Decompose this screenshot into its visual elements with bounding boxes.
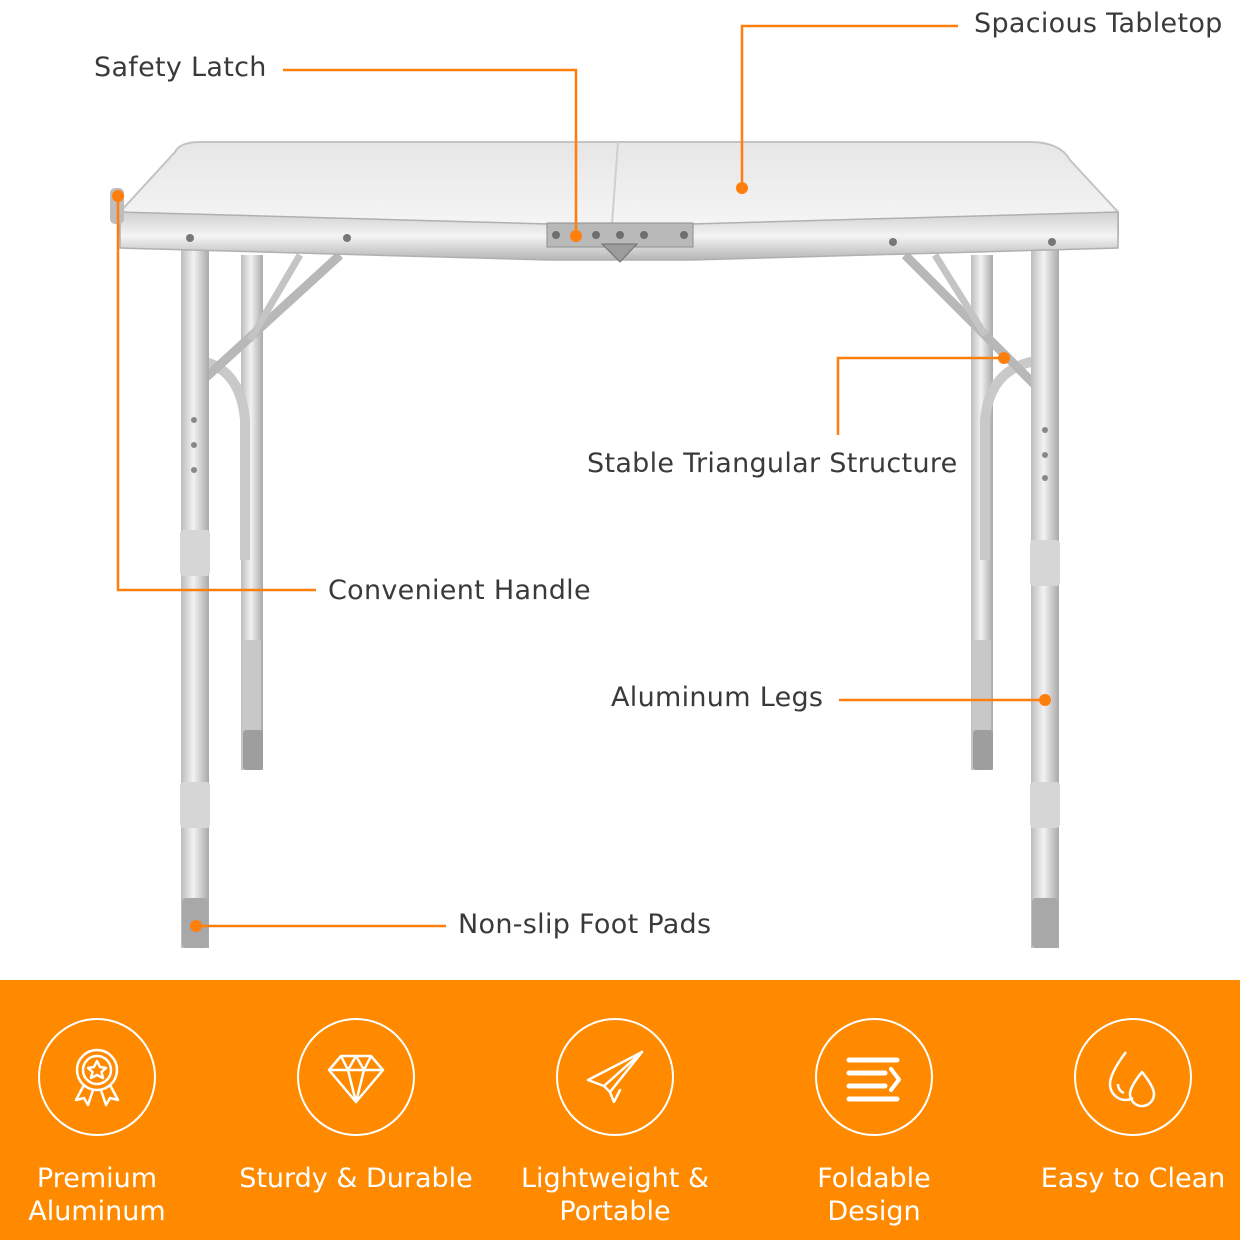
- award-ribbon-icon: [74, 1048, 120, 1107]
- feature-band: Premium Aluminum Sturdy & Durable Li: [0, 980, 1240, 1240]
- feature-label: Sturdy & Durable: [239, 1163, 473, 1194]
- diamond-icon: [327, 1054, 385, 1104]
- label-stable-triangular-structure: Stable Triangular Structure: [587, 448, 958, 479]
- folding-lines-icon: [846, 1057, 901, 1102]
- feature-foldable-design: Foldable Design: [750, 1018, 998, 1228]
- feature-icon-circle: [815, 1018, 933, 1136]
- feature-label: Foldable Design: [817, 1163, 931, 1227]
- back-left-leg: [241, 255, 263, 770]
- table-diagram: Spacious Tabletop Safety Latch Stable Tr…: [94, 8, 1223, 948]
- callout-leaders: [116, 24, 1045, 928]
- feature-premium-aluminum: Premium Aluminum: [0, 1018, 221, 1228]
- feature-label: Premium Aluminum: [28, 1163, 166, 1227]
- label-spacious-tabletop: Spacious Tabletop: [974, 8, 1223, 39]
- feature-icon-circle: [1074, 1018, 1192, 1136]
- feature-label: Lightweight & Portable: [520, 1163, 710, 1227]
- front-left-leg: [180, 248, 210, 948]
- paper-plane-icon: [586, 1050, 644, 1104]
- callout-dots: [112, 182, 1051, 932]
- safety-latch-hardware: [546, 222, 694, 263]
- feature-label: Easy to Clean: [1040, 1163, 1226, 1194]
- front-right-leg: [1030, 248, 1060, 948]
- water-drops-icon: [1108, 1051, 1156, 1108]
- label-convenient-handle: Convenient Handle: [328, 575, 591, 606]
- label-safety-latch: Safety Latch: [94, 52, 267, 83]
- feature-easy-to-clean: Easy to Clean: [1009, 1018, 1240, 1195]
- table-illustration: [110, 24, 1119, 948]
- feature-icon-circle: [297, 1018, 415, 1136]
- feature-lightweight-portable: Lightweight & Portable: [491, 1018, 739, 1228]
- feature-icon-circle: [38, 1018, 156, 1136]
- feature-sturdy-durable: Sturdy & Durable: [232, 1018, 480, 1195]
- label-non-slip-foot-pads: Non-slip Foot Pads: [458, 909, 712, 940]
- label-aluminum-legs: Aluminum Legs: [611, 682, 824, 713]
- feature-icon-circle: [556, 1018, 674, 1136]
